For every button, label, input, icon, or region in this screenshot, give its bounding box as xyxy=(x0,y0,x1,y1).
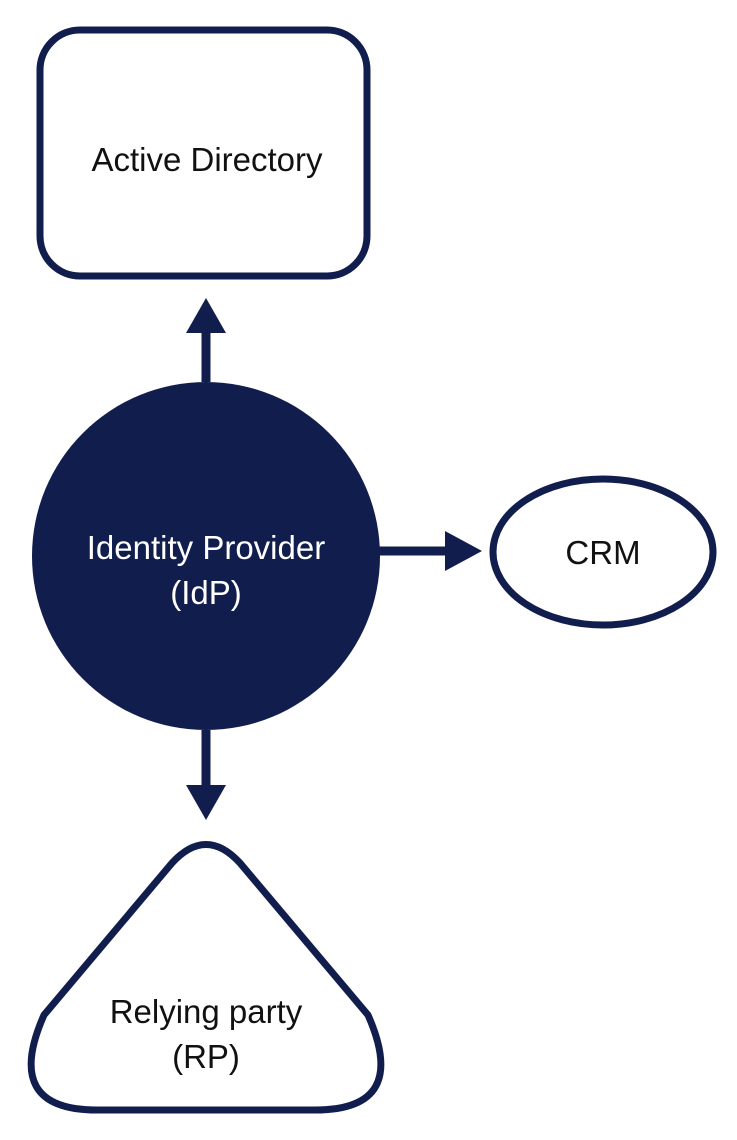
crm-ellipse xyxy=(489,475,717,629)
relying-party-sublabel: (RP) xyxy=(172,1038,240,1075)
crm-label: CRM xyxy=(565,534,640,571)
arrow-idp-to-relying-party xyxy=(186,730,226,820)
arrow-idp-to-crm xyxy=(378,531,482,571)
relying-party-node: Relying party (RP) xyxy=(27,841,385,1114)
arrow-up-head xyxy=(186,298,226,333)
active-directory-box xyxy=(36,26,371,280)
relying-party-label: Relying party xyxy=(110,993,303,1030)
active-directory-label: Active Directory xyxy=(91,141,323,178)
identity-provider-node: Identity Provider (IdP) xyxy=(32,382,380,730)
crm-node: CRM xyxy=(489,475,717,629)
relying-party-triangle xyxy=(27,841,385,1114)
arrow-down-head xyxy=(186,785,226,820)
identity-provider-label: Identity Provider xyxy=(87,529,325,566)
arrow-right-head xyxy=(445,531,482,571)
identity-provider-sublabel: (IdP) xyxy=(170,574,242,611)
identity-provider-circle xyxy=(32,382,380,730)
active-directory-node: Active Directory xyxy=(36,26,371,280)
arrow-idp-to-active-directory xyxy=(186,298,226,382)
